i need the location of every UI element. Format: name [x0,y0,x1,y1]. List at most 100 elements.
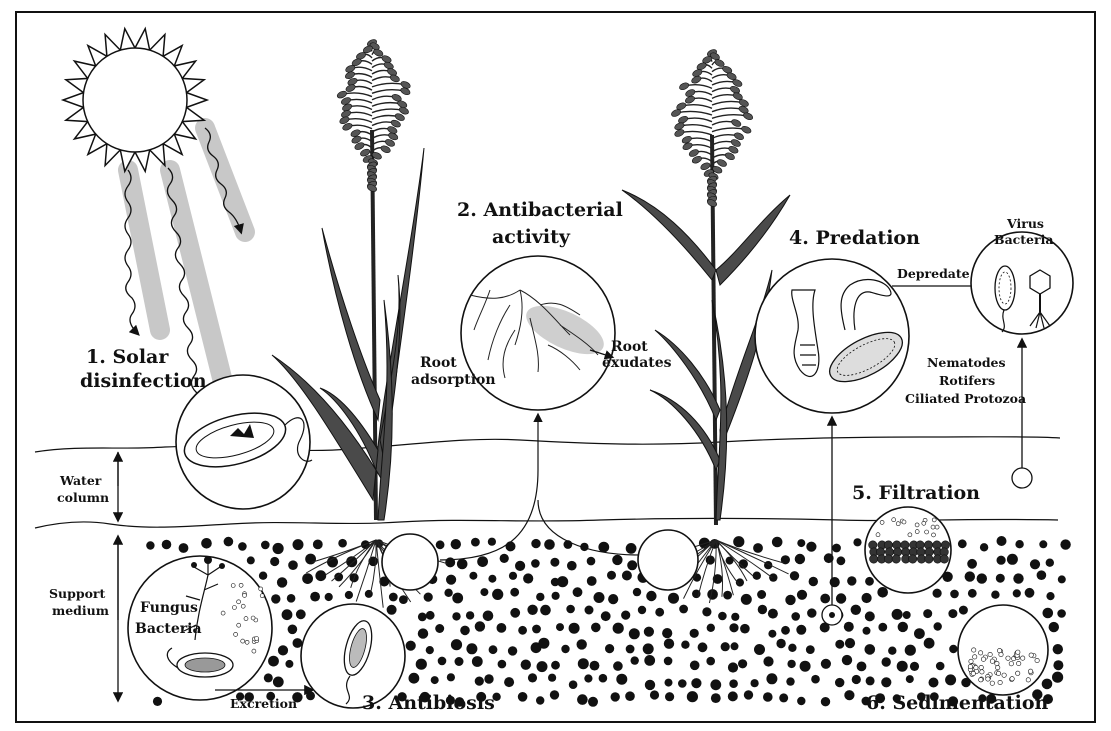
filtration-label: 5. Filtration [852,482,980,504]
gravel-dot [532,625,541,634]
gravel-dot [273,543,284,554]
gravel-dot [1049,622,1059,632]
gravel-dot [566,605,575,614]
gravel-dot [845,638,855,648]
antibacterial-activity-label: 2. Antibacterial [457,199,623,221]
gravel-dot [914,628,925,639]
gravel-dot [598,542,609,553]
gravel-dot [980,543,988,551]
gravel-dot [426,611,435,620]
gravel-dot [835,640,844,649]
gravel-dot [977,573,987,583]
gravel-dot [435,624,444,633]
gravel-dot [510,588,519,597]
gravel-dot [590,661,600,671]
gravel-dot [416,659,427,670]
gravel-dot [768,630,776,638]
gravel-dot [509,572,517,580]
gravel-dot [523,573,533,583]
root-adsorption-label: Root [420,355,457,371]
gravel-dot [797,590,807,600]
gravel-dot [313,540,323,550]
gravel-dot [821,659,831,669]
gravel-dot [201,538,212,549]
gravel-dot [418,628,428,638]
gravel-dot [587,557,596,566]
fungus-label: Fungus [140,600,198,616]
gravel-dot [466,643,477,654]
gravel-dot [327,557,338,568]
gravel-dot [489,645,498,654]
gravel-dot [338,539,347,548]
gravel-dot [548,674,556,682]
antibiosis-label: 3. Antibiosis [362,692,495,714]
gravel-dot [665,679,673,687]
gravel-dot [691,678,701,688]
gravel-dot [797,697,805,705]
gravel-dot [763,656,773,666]
gravel-dot [1060,539,1070,549]
gravel-dot [1052,672,1063,683]
gravel-dot [729,679,738,688]
gravel-dot [287,594,296,603]
gravel-dot [638,606,646,614]
gravel-dot [305,554,316,565]
gravel-dot [643,643,654,654]
gravel-dot [537,661,548,672]
gravel-dot [469,572,477,580]
gravel-dot [757,590,766,599]
gravel-dot [781,626,790,635]
gravel-dot [650,690,659,699]
gravel-dot [949,645,957,653]
gravel-dot [837,556,846,565]
gravel-dot [668,593,679,604]
gravel-dot [406,641,416,651]
gravel-dot [626,645,635,654]
gravel-dot [776,639,785,648]
gravel-dot [1046,559,1054,567]
gravel-dot [288,560,298,570]
gravel-dot [451,539,461,549]
exudate-flow-arrow [440,415,538,560]
gravel-dot [270,557,279,566]
gravel-dot [1039,540,1047,548]
gravel-dot [162,540,172,550]
gravel-dot [601,611,611,621]
gravel-dot [277,577,287,587]
gravel-dot [508,646,517,655]
ciliated-protozoa-label: Ciliated Protozoa [905,391,1026,406]
gravel-dot [518,626,527,635]
gravel-dot [518,692,528,702]
gravel-dot [472,656,483,667]
gravel-dot [510,608,520,618]
filtration-circle [865,507,951,593]
gravel-dot [787,660,795,668]
gravel-dot [865,577,874,586]
gravel-dot [452,612,460,620]
gravel-dot [577,694,588,705]
gravel-dot [1015,540,1023,548]
gravel-dot [844,690,854,700]
gravel-dot [500,554,509,563]
predators-circle [755,259,910,413]
gravel-dot [629,628,640,639]
gravel-dot [796,625,806,635]
gravel-dot [821,697,830,706]
water-column-label-2: column [57,490,109,505]
root-exudates-label-2: exudates [602,355,672,371]
gravel-dot [728,662,738,672]
gravel-dot [527,605,537,615]
gravel-dot [569,623,580,634]
root-exudates-label: Root [611,339,648,355]
gravel-dot [933,589,942,598]
gravel-dot [477,556,488,567]
gravel-dot [851,605,861,615]
gravel-dot [968,589,977,598]
gravel-dot [897,661,908,672]
gravel-dot [536,696,544,704]
gravel-dot [1046,592,1054,600]
gravel-dot [577,639,587,649]
gravel-dot [738,659,747,668]
gravel-dot [842,655,852,665]
gravel-dot [711,693,721,703]
